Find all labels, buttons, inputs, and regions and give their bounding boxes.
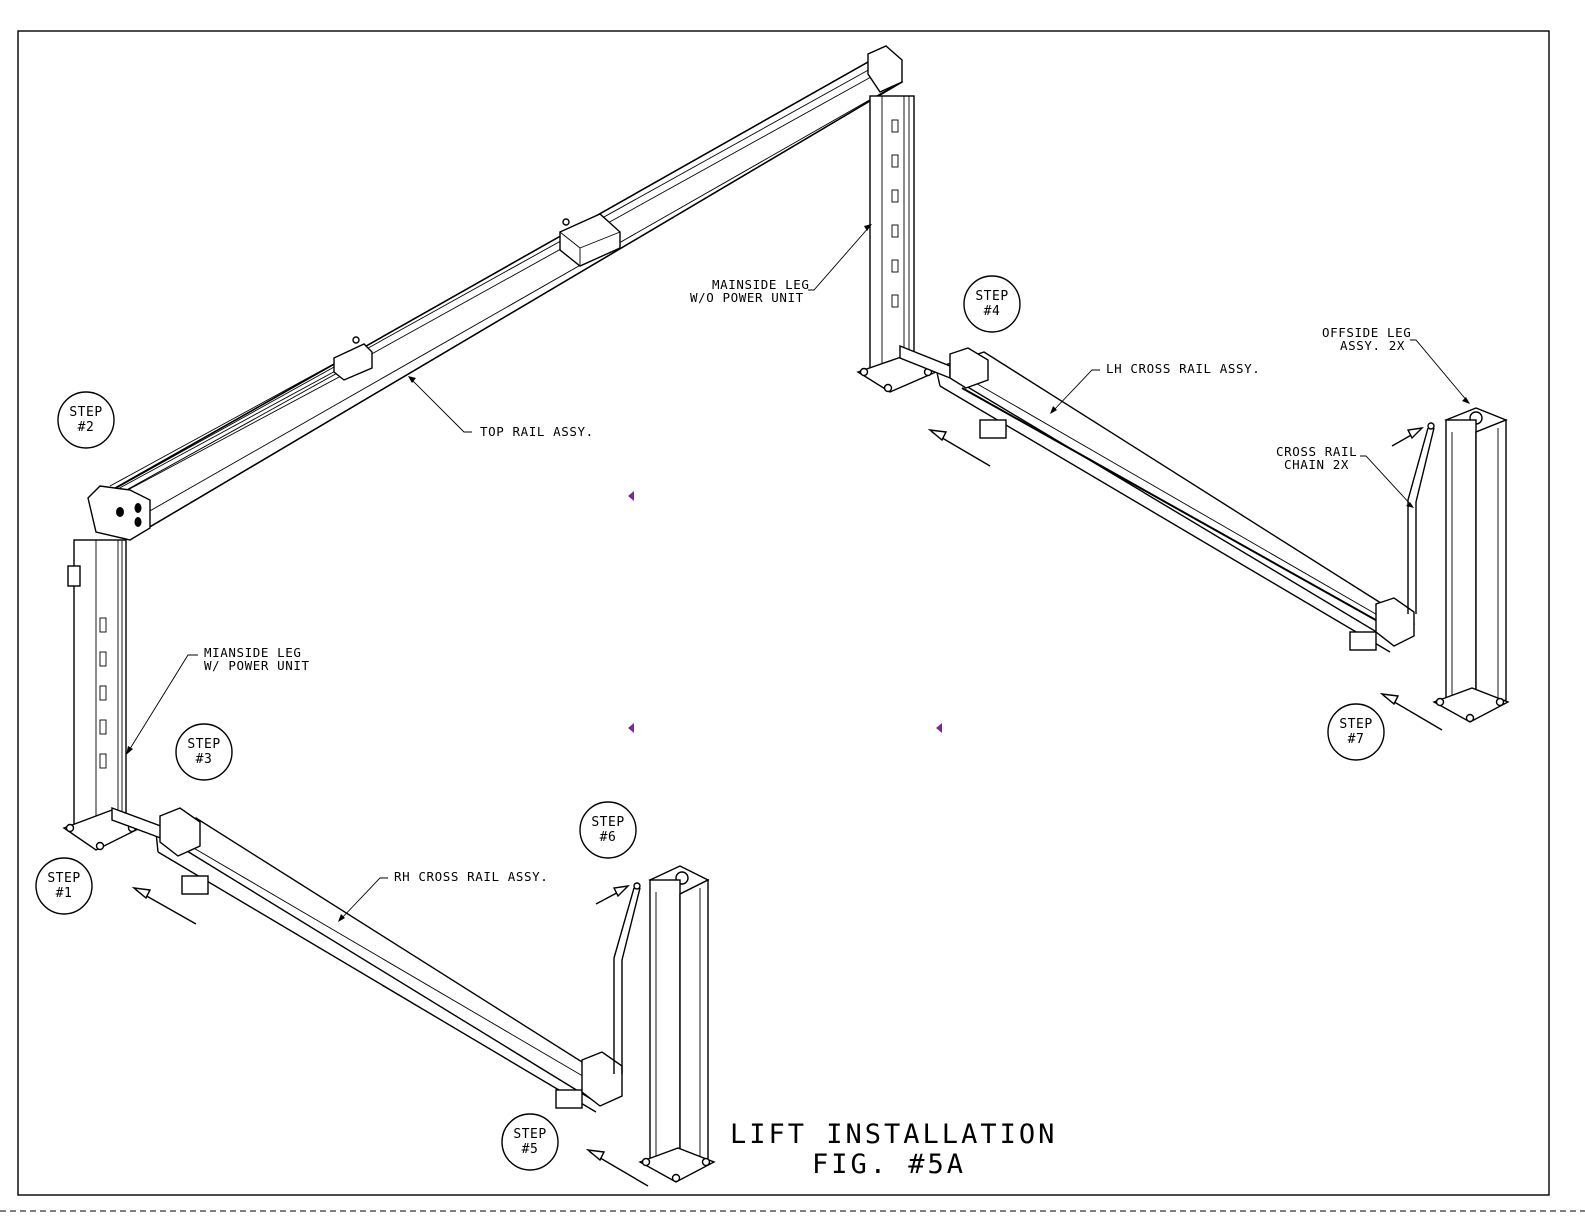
cross-rail-chain-sublabel: CHAIN 2X [1284,457,1349,472]
offside-leg-sublabel: ASSY. 2X [1340,338,1405,353]
svg-text:STEP: STEP [975,289,1008,304]
svg-text:STEP: STEP [591,815,624,830]
svg-text:STEP: STEP [513,1127,546,1142]
rh-cross-rail-label: RH CROSS RAIL ASSY. [394,869,548,884]
step-6-bubble: STEP #6 [580,802,636,858]
svg-text:STEP: STEP [1339,717,1372,732]
top-rail-label: TOP RAIL ASSY. [480,424,594,439]
svg-text:#3: #3 [196,752,213,767]
svg-text:#1: #1 [56,886,73,901]
offside-leg-front [640,866,714,1182]
offside-leg-right [1434,408,1508,722]
cross-rail-chain-right [1408,423,1434,614]
svg-text:#7: #7 [1348,732,1365,747]
sheet-border [18,31,1549,1195]
rh-cross-rail-assembly [112,808,622,1112]
figure-number: FIG. #5A [812,1149,966,1180]
mainside-leg-sublabel: W/O POWER UNIT [690,290,804,305]
cross-rail-chain-front [614,883,640,1074]
svg-text:#6: #6 [600,830,617,845]
svg-text:STEP: STEP [69,405,102,420]
step-1-bubble: STEP #1 [36,858,92,914]
mianside-leg-sublabel: W/ POWER UNIT [204,658,310,673]
svg-text:#2: #2 [78,420,95,435]
marker [936,723,942,733]
step-4-bubble: STEP #4 [964,276,1020,332]
svg-text:STEP: STEP [187,737,220,752]
mainside-leg-without-power-unit [858,96,936,392]
drawing-title: LIFT INSTALLATION [730,1119,1057,1150]
lh-cross-rail-label: LH CROSS RAIL ASSY. [1106,361,1260,376]
marker [628,491,634,501]
step-5-bubble: STEP #5 [502,1114,558,1170]
step-7-bubble: STEP #7 [1328,704,1384,760]
step-2-bubble: STEP #2 [58,392,114,448]
svg-text:#5: #5 [522,1142,539,1157]
svg-text:STEP: STEP [47,871,80,886]
svg-text:#4: #4 [984,304,1001,319]
marker [628,723,634,733]
step-3-bubble: STEP #3 [176,724,232,780]
leader-lines [126,224,1470,922]
mianside-leg-with-power-unit [64,540,140,850]
lh-cross-rail-assembly [900,346,1414,652]
